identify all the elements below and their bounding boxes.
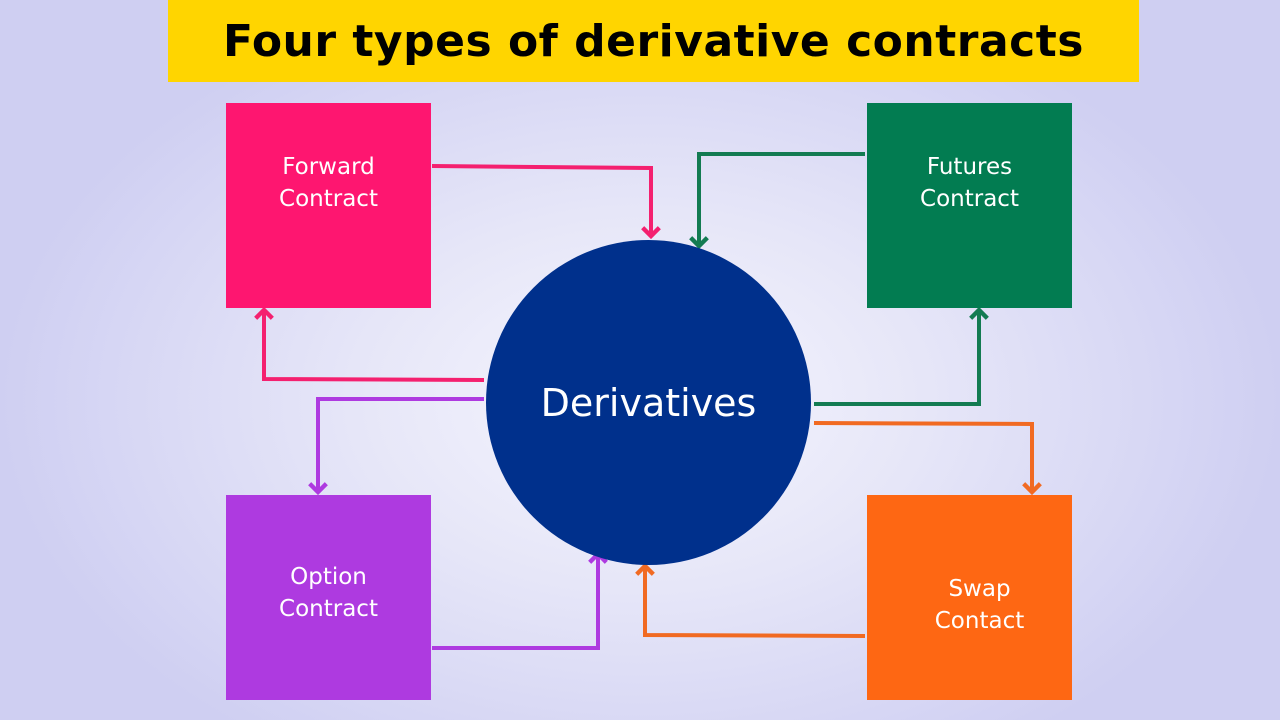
futures-contract-label: Futures Contract	[920, 154, 1019, 212]
futures-contract-box: Futures Contract	[867, 103, 1072, 308]
arrow-option-to-derivatives	[432, 550, 608, 650]
swap-contract-box: Swap Contact	[867, 495, 1072, 700]
arrow-derivatives-to-swap	[813, 421, 1042, 496]
arrow-forward-to-derivatives	[431, 164, 661, 240]
derivatives-label: Derivatives	[540, 380, 757, 425]
page-title: Four types of derivative contracts	[223, 15, 1084, 67]
swap-contract-label: Swap Contact	[934, 576, 1025, 634]
derivatives-circle: Derivatives	[486, 240, 811, 565]
forward-contract-label: Forward Contract	[279, 154, 378, 212]
arrow-swap-to-derivatives	[635, 562, 866, 638]
arrow-derivatives-to-futures	[814, 306, 989, 406]
arrow-derivatives-to-option	[308, 397, 484, 496]
title-banner: Four types of derivative contracts	[168, 0, 1139, 82]
option-contract-label: Option Contract	[279, 563, 378, 622]
option-contract-box: Option Contract	[226, 495, 431, 700]
arrow-derivatives-to-forward	[254, 306, 485, 382]
forward-contract-box: Forward Contract	[226, 103, 431, 308]
arrow-futures-to-derivatives	[689, 152, 865, 250]
